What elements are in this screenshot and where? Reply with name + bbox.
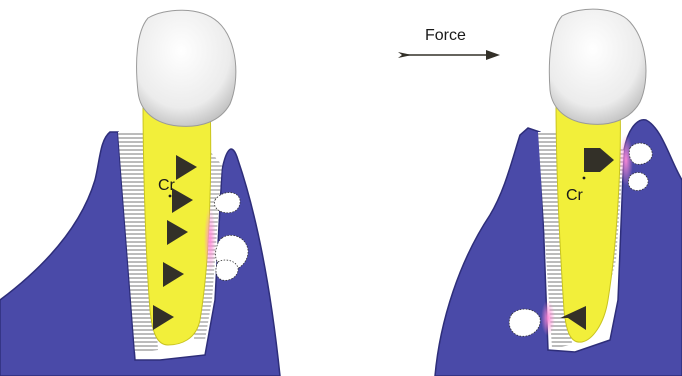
right-resorption-glow-bottom bbox=[541, 300, 555, 336]
force-arrow-head bbox=[486, 50, 500, 60]
left-center-of-resistance-dot bbox=[169, 195, 172, 198]
right-tooth-root bbox=[556, 100, 620, 342]
right-resorption-lacuna-2 bbox=[628, 173, 648, 191]
left-panel: Cr bbox=[0, 10, 280, 376]
right-tooth-crown bbox=[549, 9, 646, 124]
left-tooth-crown bbox=[137, 10, 236, 126]
right-panel: Cr bbox=[435, 9, 682, 376]
left-resorption-glow bbox=[204, 206, 216, 274]
right-center-of-resistance-dot bbox=[583, 177, 586, 180]
force-indicator: Force bbox=[398, 27, 500, 60]
right-center-of-resistance-label: Cr bbox=[566, 187, 584, 204]
force-label: Force bbox=[425, 27, 466, 44]
